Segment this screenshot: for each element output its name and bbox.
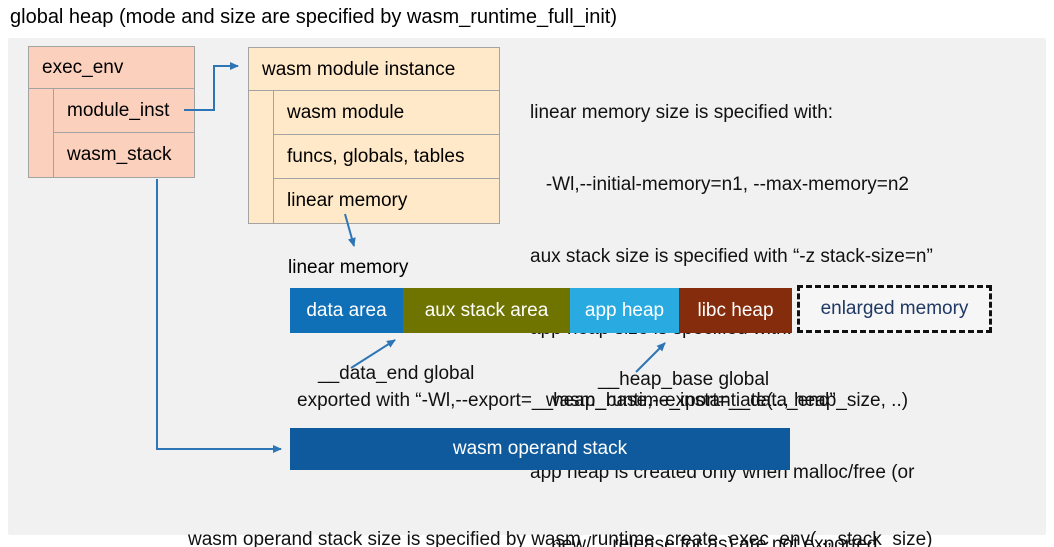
wasm-operand-stack-bar: wasm operand stack — [290, 428, 790, 470]
segment-enlarged-memory: enlarged memory — [797, 285, 992, 333]
exec-env-header: exec_env — [29, 47, 194, 89]
exec-env-box: exec_env module_inst wasm_stack — [28, 46, 195, 178]
exec-env-row-module-inst: module_inst — [53, 89, 194, 133]
module-instance-header: wasm module instance — [249, 48, 499, 91]
module-instance-row-linear-memory: linear memory — [273, 179, 499, 223]
note-line: -Wl,--initial-memory=n1, --max-memory=n2 — [530, 174, 909, 195]
segment-data-area: data area — [290, 288, 403, 333]
note-line: linear memory size is specified with: — [530, 102, 834, 123]
operand-stack-label: wasm operand stack — [452, 438, 628, 459]
exec-env-row-wasm-stack: wasm_stack — [53, 133, 194, 177]
segment-libc-heap: libc heap — [679, 288, 792, 333]
note-line: aux stack size is specified with “-z sta… — [530, 246, 933, 267]
linear-memory-label: linear memory — [288, 257, 409, 278]
wasm-module-instance-box: wasm module instance wasm module funcs, … — [248, 47, 500, 224]
data-end-global-label: __data_end global — [318, 363, 475, 384]
module-instance-row-wasm-module: wasm module — [273, 91, 499, 135]
heap-base-global-label: __heap_base global — [598, 369, 770, 390]
module-instance-row-funcs-globals-tables: funcs, globals, tables — [273, 135, 499, 179]
page-title: global heap (mode and size are specified… — [10, 6, 617, 28]
note-line: __new/__release for as) are not exported — [530, 534, 878, 547]
operand-stack-notes: wasm operand stack size is specified by … — [188, 482, 933, 547]
segment-aux-stack-area: aux stack area — [403, 288, 570, 333]
note-line: wasm operand stack size is specified by … — [188, 529, 933, 547]
exported-with-label: exported with “-Wl,--export=__heap_base,… — [297, 390, 836, 411]
segment-app-heap: app heap — [570, 288, 679, 333]
note-line: wasm_runtime_instantiate(.., heap_size, … — [530, 390, 909, 411]
